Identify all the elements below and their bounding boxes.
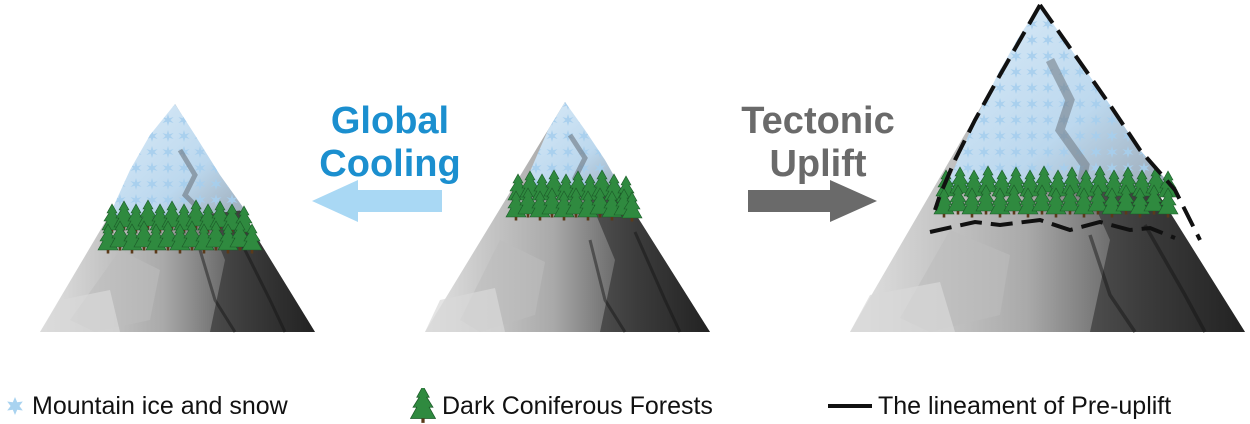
global-cooling-label: Global Cooling [290, 100, 490, 186]
legend-label-forest: Dark Coniferous Forests [442, 391, 713, 420]
legend-label-snow: Mountain ice and snow [32, 391, 288, 420]
legend-item-snow: Mountain ice and snow [4, 388, 288, 424]
legend: Mountain ice and snow Dark Coniferous Fo… [0, 388, 1250, 424]
uplift-arrow-shape [748, 180, 877, 222]
pre-uplift-lineament [933, 4, 1042, 211]
cooling-arrow-shape [312, 180, 442, 222]
global-cooling-line1: Global [330, 100, 450, 142]
tectonic-uplift-line2: Uplift [769, 143, 867, 185]
legend-item-lineament: The lineament of Pre-uplift [828, 388, 1171, 424]
snowflake-icon [7, 397, 23, 415]
cooling-arrow [312, 180, 442, 222]
pre-uplift-lineament [1038, 3, 1202, 241]
dash-line-icon [828, 404, 872, 408]
mountain-uplifted [850, 3, 1245, 333]
tectonic-uplift-line1: Tectonic [741, 100, 895, 142]
tectonic-uplift-label: Tectonic Uplift [718, 100, 918, 186]
conifer-tree-icon [410, 388, 436, 424]
mountain-cooled [40, 104, 315, 333]
legend-label-lineament: The lineament of Pre-uplift [878, 391, 1172, 420]
forest-band [505, 169, 643, 222]
uplift-arrow [748, 180, 877, 222]
pre-uplift-lineament [929, 217, 1176, 240]
mountain-original [425, 102, 710, 333]
legend-item-forest: Dark Coniferous Forests [410, 388, 713, 424]
global-cooling-line2: Cooling [319, 143, 461, 185]
